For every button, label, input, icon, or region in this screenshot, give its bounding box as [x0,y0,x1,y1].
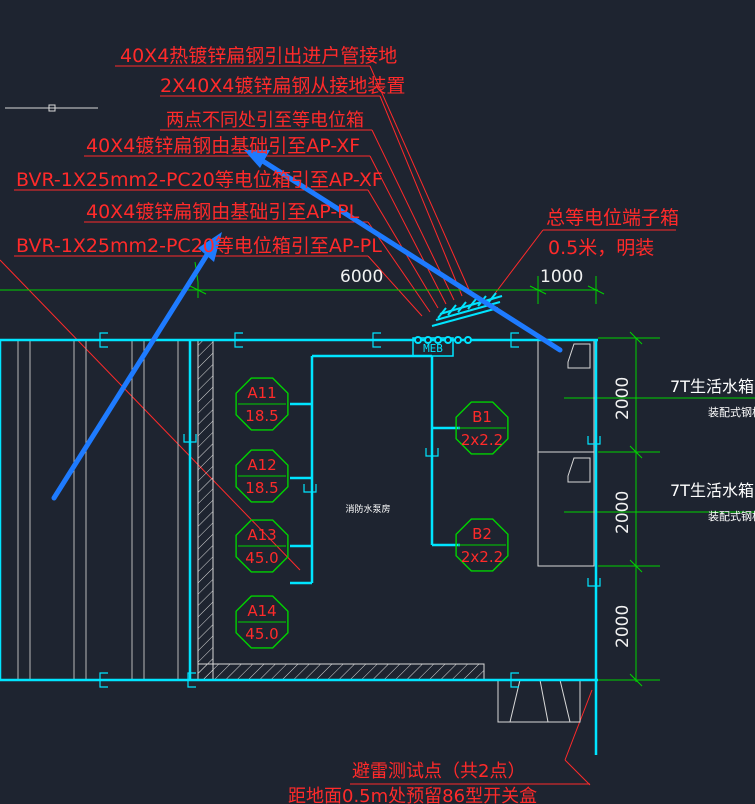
ucs-cursor [5,104,98,112]
equipment-id: A13 [247,526,276,544]
equipment-a11[interactable]: A11 18.5 [235,377,289,431]
equipment-id: A12 [247,456,276,474]
annotation-line2: 2X40X4镀锌扁钢从接地装置 [160,75,405,97]
annotation-line4: 40X4镀锌扁钢由基础引至AP-XF [86,135,360,157]
e-markers [99,332,601,688]
equipment-value: 45.0 [245,625,278,643]
dimension-lines [0,261,755,687]
blue-arrows [51,155,563,501]
hatched-floor [197,663,485,681]
arrowhead-2 [244,150,270,168]
equipment-layer: A1118.5A1218.5A1345.0A1445.0B12x2.2B22x2… [235,377,509,649]
equipment-outline [235,377,289,431]
annotation-line7: BVR-1X25mm2-PC20等电位箱引至AP-PL [16,235,382,257]
grounding-conductors [0,338,598,755]
equipment-id: A11 [247,384,276,402]
equipotential-terminal-box[interactable]: MEB [412,292,503,357]
terminal-label: MEB [423,342,443,355]
tank-1-subtitle: 装配式钢板 [708,405,755,419]
tank-2-title: 7T生活水箱2C [670,481,755,500]
dim-width-side: 1000 [540,267,583,287]
equipment-id: B2 [472,525,492,543]
equipment-a13[interactable]: A13 45.0 [235,519,289,573]
annotation-line5: BVR-1X25mm2-PC20等电位箱引至AP-XF [16,169,383,191]
dim-width-main: 6000 [340,267,383,287]
equipment-outline [455,401,509,455]
equipment-a14[interactable]: A14 45.0 [235,595,289,649]
dim-height-2: 2000 [613,491,633,534]
equipment-value: 2x2.2 [461,431,503,449]
annotation-line3: 两点不同处引至等电位箱 [166,110,364,131]
tank-2-subtitle: 装配式钢板 [708,509,755,523]
equipment-value: 45.0 [245,549,278,567]
annotation-line1: 40X4热镀锌扁钢引出进户管接地 [120,45,397,67]
box-note-detail: 0.5米，明装 [548,237,654,259]
equipment-id: B1 [472,408,492,426]
room-label: 消防水泵房 [345,503,390,515]
dim-height-1: 2000 [613,377,633,420]
equipment-value: 18.5 [245,407,278,425]
equipment-outline [235,595,289,649]
equipment-b2[interactable]: B2 2x2.2 [455,518,509,572]
tank-1-title: 7T生活水箱2C [670,377,755,396]
box-note-title: 总等电位端子箱 [546,207,679,229]
annotation-line6: 40X4镀锌扁钢由基础引至AP-PL [86,201,360,223]
equipment-outline [455,518,509,572]
equipment-outline [235,449,289,503]
arrowhead-1 [198,232,222,262]
equipment-b1[interactable]: B1 2x2.2 [455,401,509,455]
equipment-value: 18.5 [245,479,278,497]
equipment-outline [235,519,289,573]
equipment-a12[interactable]: A12 18.5 [235,449,289,503]
equipment-id: A14 [247,602,276,620]
equipment-value: 2x2.2 [461,548,503,566]
test-point-line1: 避雷测试点（共2点） [352,761,525,782]
test-point-line2: 距地面0.5m处预留86型开关盒 [288,786,537,804]
dim-height-3: 2000 [613,605,633,648]
hatched-wall [197,339,214,681]
